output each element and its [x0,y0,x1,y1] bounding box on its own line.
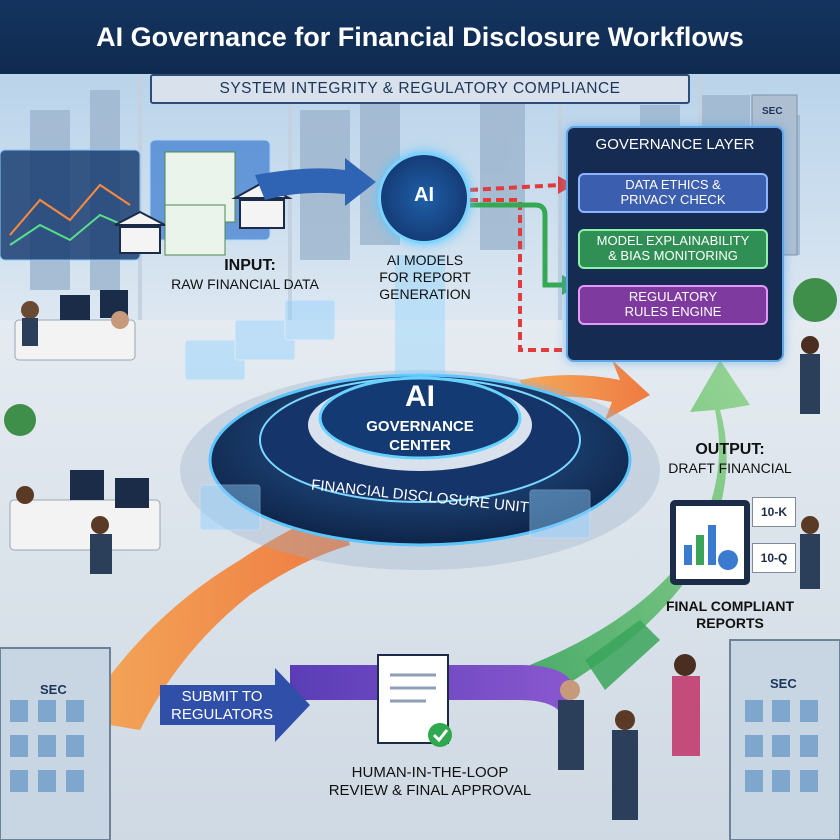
submit-line1: SUBMIT TO [181,688,263,705]
reviewers-group [558,336,820,820]
input-arrow [255,158,376,206]
review-line1: HUMAN-IN-THE-LOOP [351,764,509,781]
submit-arrow [160,668,310,742]
final-reports-line2: REPORTS [696,614,764,631]
ai-badge: AI [414,184,434,206]
sec-right-label: SEC [770,676,797,691]
doc-10q: 10-Q [752,543,796,573]
office-desks [9,290,161,574]
governance-item-model-explainability: MODEL EXPLAINABILITY& BIAS MONITORING [578,229,768,269]
input-detail: RAW FINANCIAL DATA [171,276,319,292]
sec-left-label: SEC [40,682,67,697]
ai-models-line2: FOR REPORT [379,268,471,285]
governance-item-line: RULES ENGINE [624,304,722,319]
ai-brain-icon [378,152,470,244]
governance-item-line: MODEL EXPLAINABILITY [596,233,750,249]
page-subtitle: SYSTEM INTEGRITY & REGULATORY COMPLIANCE [150,74,690,104]
doc-10k: 10-K [752,497,796,527]
review-line2: REVIEW & FINAL APPROVAL [328,782,532,799]
orange-flow [80,510,350,730]
hologram-panels [184,299,591,539]
sec-building-left [0,647,111,840]
center-center-label: CENTER [389,437,451,454]
center-ai-label: AI [405,380,435,413]
plants [4,278,837,436]
ai-models-label: AI MODELS FOR REPORT GENERATION [340,252,510,302]
sec-building-right [729,639,840,840]
submit-label: SUBMIT TO REGULATORS [162,688,282,724]
review-label: HUMAN-IN-THE-LOOP REVIEW & FINAL APPROVA… [310,764,550,800]
governance-layer-title: GOVERNANCE LAYER [595,136,755,153]
governance-item-data-ethics: DATA ETHICS &PRIVACY CHECK [578,173,768,213]
governance-platform [180,255,660,570]
input-heading: INPUT: [224,257,276,274]
governance-item-line: PRIVACY CHECK [620,192,726,207]
output-tablet [670,500,750,585]
governance-item-line: DATA ETHICS & [625,177,721,193]
page-title: AI Governance for Financial Disclosure W… [0,0,840,74]
output-detail: DRAFT FINANCIAL [668,460,792,476]
output-heading: OUTPUT: [695,441,765,458]
review-document-icon [377,654,452,747]
final-reports-line1: FINAL COMPLIANT [665,598,795,614]
center-governance-label: GOVERNANCE [366,418,474,435]
governance-item-line: & BIAS MONITORING [608,248,738,263]
governance-item-line: REGULATORY [628,289,718,305]
submit-line2: REGULATORS [171,706,273,723]
sec-tower-label: SEC [762,106,783,117]
ai-models-line1: AI MODELS [386,252,464,268]
ai-models-line3: GENERATION [379,285,471,302]
final-reports-label: FINAL COMPLIANT REPORTS [640,598,820,632]
